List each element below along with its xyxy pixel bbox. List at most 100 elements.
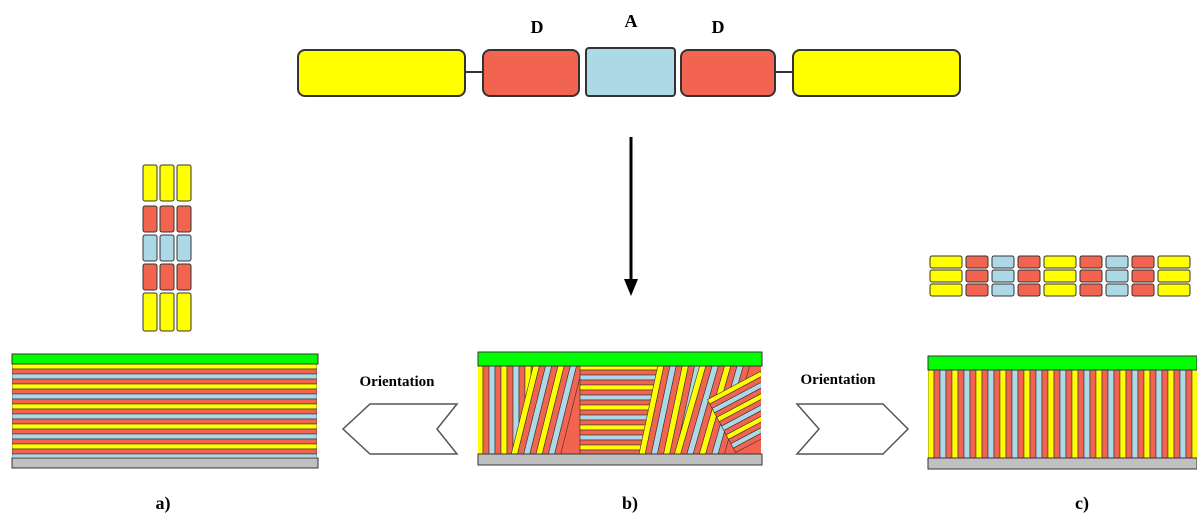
orientation-arrow-right: Orientation xyxy=(795,372,910,455)
right-arrow-icon xyxy=(795,403,910,455)
acceptor-label: A xyxy=(625,11,638,31)
panel-a-film xyxy=(11,353,319,469)
lamella-stripe xyxy=(12,373,317,380)
stack-segment xyxy=(1043,283,1077,297)
stack-segment xyxy=(176,292,192,332)
stack-segment xyxy=(929,269,963,283)
column-stripe xyxy=(1155,370,1163,458)
domain-stripe xyxy=(579,374,661,381)
stack-segment xyxy=(1157,283,1191,297)
acceptor-block xyxy=(585,47,676,97)
orientation-label-right: Orientation xyxy=(801,372,877,388)
column-stripe xyxy=(1071,370,1079,458)
domain-stripe xyxy=(550,366,584,454)
column-stripe xyxy=(1065,370,1073,458)
column-stripe xyxy=(945,370,953,458)
domain-stripe xyxy=(579,399,661,406)
column-stripe xyxy=(1113,370,1121,458)
column-stripe xyxy=(1011,370,1019,458)
column-stripe xyxy=(1107,370,1115,458)
lamella-stripe xyxy=(12,428,317,435)
column-stripe xyxy=(987,370,995,458)
lamella-stripe xyxy=(12,383,317,390)
column-stripe xyxy=(1125,370,1133,458)
stack-segment xyxy=(991,283,1015,297)
column-stripe xyxy=(1005,370,1013,458)
panel-c-film xyxy=(927,355,1197,470)
domain-stripe xyxy=(579,394,661,401)
stack-segment xyxy=(142,234,158,262)
stack-segment xyxy=(1157,269,1191,283)
column-stripe xyxy=(1131,370,1139,458)
stack-segment xyxy=(1105,269,1129,283)
lamella-stripe xyxy=(12,403,317,410)
column-stripe xyxy=(993,370,1001,458)
stack-segment xyxy=(142,263,158,291)
stack-segment xyxy=(991,269,1015,283)
lamella-stripe xyxy=(12,393,317,400)
domain-stripe xyxy=(500,366,508,454)
column-stripe xyxy=(1059,370,1067,458)
column-stripe xyxy=(1041,370,1049,458)
domain-stripe xyxy=(506,366,514,454)
column-stripe xyxy=(1023,370,1031,458)
donor-block-right xyxy=(680,49,776,97)
column-stripe xyxy=(1173,370,1181,458)
panel-b-substrate xyxy=(477,453,763,466)
domain-stripe xyxy=(579,384,661,391)
stack-segment xyxy=(1105,283,1129,297)
column-stripe xyxy=(1119,370,1127,458)
column-stripe xyxy=(1029,370,1037,458)
stack-segment xyxy=(176,234,192,262)
column-stripe xyxy=(1161,370,1169,458)
domain-group xyxy=(707,371,761,453)
donor-block-left xyxy=(482,49,580,97)
column-stripe xyxy=(975,370,983,458)
lamella-stripe xyxy=(12,398,317,405)
column-stripe xyxy=(969,370,977,458)
stack-segment xyxy=(965,255,989,269)
column-stripe xyxy=(1017,370,1025,458)
stack-segment xyxy=(991,255,1015,269)
domain-stripe xyxy=(579,379,661,386)
stack-segment xyxy=(1017,255,1041,269)
lamella-stripe xyxy=(12,443,317,450)
column-stripe xyxy=(1179,370,1187,458)
stack-segment xyxy=(929,283,963,297)
vertical-molecule-stack xyxy=(142,164,192,332)
lamella-stripe xyxy=(12,388,317,395)
column-stripe xyxy=(1149,370,1157,458)
column-stripe xyxy=(1083,370,1091,458)
stack-segment xyxy=(142,292,158,332)
stack-segment xyxy=(1017,283,1041,297)
column-stripe xyxy=(1089,370,1097,458)
lamella-stripe xyxy=(12,364,317,370)
stack-segment xyxy=(1131,255,1155,269)
lamella-stripe xyxy=(12,448,317,455)
lamella-stripe xyxy=(12,408,317,415)
domain-stripe xyxy=(482,366,490,454)
lamella-stripe xyxy=(12,368,317,375)
down-arrow xyxy=(624,137,638,296)
domain-stripe xyxy=(732,419,761,453)
column-stripe xyxy=(1191,370,1197,458)
left-arrow-icon xyxy=(341,403,459,455)
stack-segment xyxy=(1079,269,1103,283)
domain-group xyxy=(510,366,584,454)
lamella-stripe xyxy=(12,433,317,440)
stack-segment xyxy=(142,205,158,233)
panel-b-top-electrode xyxy=(477,351,763,367)
stack-segment xyxy=(176,263,192,291)
domain-stripe xyxy=(579,404,661,411)
stack-segment xyxy=(159,292,175,332)
stack-segment xyxy=(965,283,989,297)
stack-segment xyxy=(1017,269,1041,283)
panel-a-substrate xyxy=(11,457,319,469)
column-stripe xyxy=(999,370,1007,458)
column-stripe xyxy=(963,370,971,458)
stack-segment xyxy=(929,255,963,269)
lamella-stripe xyxy=(12,413,317,420)
stack-segment xyxy=(965,269,989,283)
column-stripe xyxy=(1101,370,1109,458)
